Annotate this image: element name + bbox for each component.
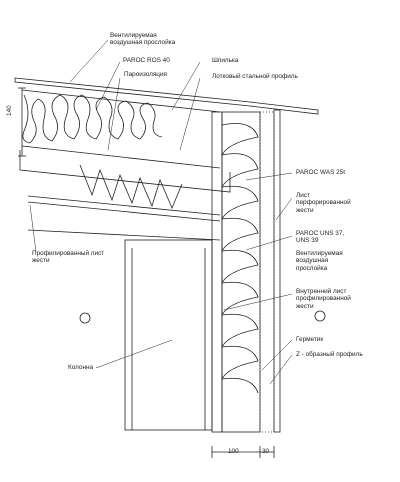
roof-membrane	[14, 77, 319, 115]
label-profiled-sheet-line-2: жести	[32, 257, 50, 265]
profiled-sheet-ribs	[27, 229, 221, 241]
bolt-mark-right	[314, 310, 326, 322]
ventilated-gap	[259, 111, 275, 433]
label-perforated-sheet-line-2: перфорированной	[296, 199, 351, 207]
label-profiled-sheet: Профилированный лист жести	[32, 250, 104, 265]
roof-insulation-top	[21, 89, 221, 113]
leader-paroc-uns	[245, 235, 293, 251]
label-ventilated-gap-side-line-3: прослойка	[296, 264, 328, 272]
wall-insulation	[221, 111, 261, 433]
label-perforated-sheet-line-3: жести	[296, 206, 314, 214]
roof-insulation-waves	[22, 94, 163, 144]
profiled-sheet-bottom	[27, 201, 221, 222]
label-sealant: Герметик	[296, 336, 324, 343]
roof-zigzag-support	[79, 164, 183, 210]
label-paroc-ros: PAROC ROS 40	[123, 57, 170, 64]
label-ventilated-gap-side: Вентилируемая воздушная прослойка	[296, 250, 343, 272]
leader-z-profile	[269, 354, 293, 385]
dimension-roof-height: 140	[6, 105, 13, 116]
label-ventilated-gap-top: Вентилируемая воздушная прослойка	[110, 32, 175, 47]
label-column: Колонна	[68, 364, 94, 371]
label-inner-sheet-line-2: профилированной	[296, 295, 351, 303]
label-profiled-sheet-line-1: Профилированный лист	[32, 250, 105, 257]
leader-tray	[179, 77, 201, 151]
label-perforated-sheet: Лист перфорированной жести	[296, 192, 351, 214]
label-paroc-uns: PAROC UNS 37, UNS 39	[296, 230, 344, 245]
column	[124, 239, 213, 431]
leader-paroc-ros	[95, 61, 121, 111]
leader-profiled	[29, 204, 37, 253]
outer-cladding	[273, 109, 281, 433]
leader-paroc-was	[245, 172, 293, 181]
label-inner-sheet-line-3: жести	[296, 302, 314, 310]
roof-insulation-bottom	[21, 145, 221, 169]
leader-column	[95, 339, 173, 369]
label-ventilated-gap-top-line-2: воздушная прослойка	[110, 39, 176, 47]
leader-inner-sheet	[223, 293, 293, 311]
wall-steel-tray	[211, 111, 223, 433]
label-stud: Шпилька	[212, 57, 239, 64]
label-inner-sheet: Внутренний лист профилированной жести	[296, 288, 351, 310]
label-inner-sheet-line-1: Внутренний лист	[296, 288, 347, 295]
label-steel-tray: Лотковый стальной профиль	[212, 73, 298, 80]
label-ventilated-gap-top-line-1: Вентилируемая	[110, 32, 157, 39]
leader-vapor	[107, 77, 121, 151]
label-vapor-barrier: Пароизоляция	[124, 71, 167, 78]
profiled-sheet-top	[27, 195, 221, 216]
roof-steel-tray	[19, 150, 231, 193]
leader-sealant	[261, 339, 293, 371]
label-paroc-uns-line-2: UNS 39	[296, 237, 319, 245]
leader-perforated	[275, 197, 293, 221]
leader-stud	[171, 61, 201, 111]
leader-ventilated-top	[69, 39, 109, 83]
label-ventilated-gap-side-line-2: воздушная	[296, 257, 329, 265]
label-z-profile: Z - образный профиль	[296, 351, 363, 358]
dimension-wall-width: 100	[228, 448, 239, 455]
bolt-mark-left	[79, 312, 91, 324]
label-perforated-sheet-line-1: Лист	[296, 192, 310, 199]
label-ventilated-gap-side-line-1: Вентилируемая	[296, 250, 343, 257]
label-paroc-was: PAROC WAS 25t	[296, 169, 346, 176]
dimension-gap-width: 30	[262, 448, 270, 455]
label-paroc-uns-line-1: PAROC UNS 37,	[296, 230, 345, 237]
wall-insulation-waves	[221, 123, 259, 394]
